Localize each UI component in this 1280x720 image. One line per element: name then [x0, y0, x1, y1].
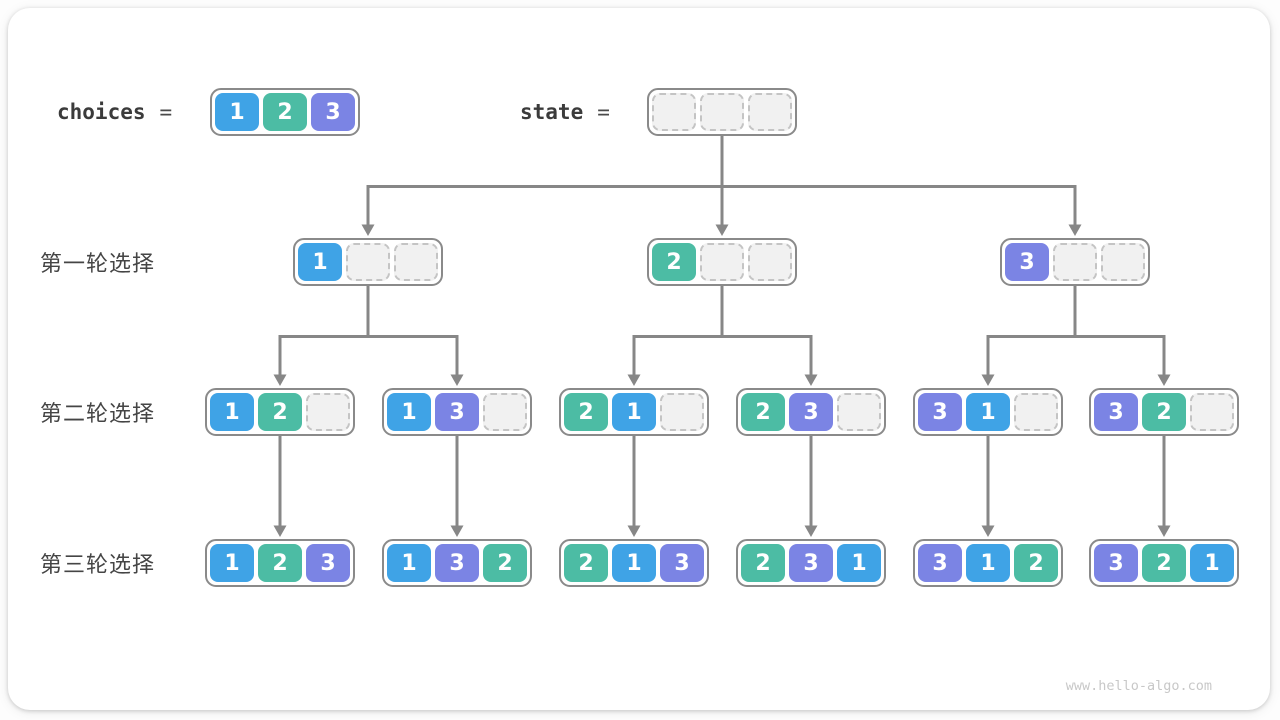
empty-cell — [700, 93, 744, 131]
value-cell: 3 — [1094, 393, 1138, 431]
value-cell: 1 — [612, 544, 656, 582]
empty-cell — [1014, 393, 1058, 431]
value-cell: 1 — [215, 93, 259, 131]
value-cell: 3 — [306, 544, 350, 582]
value-cell: 2 — [564, 393, 608, 431]
tree-node-level1: 1 — [293, 238, 443, 286]
value-cell: 1 — [387, 393, 431, 431]
value-cell: 1 — [837, 544, 881, 582]
round-1-label: 第一轮选择 — [40, 251, 156, 276]
watermark: www.hello-algo.com — [1065, 678, 1212, 694]
equals-sign: = — [597, 100, 610, 124]
tree-node-level1: 2 — [647, 238, 797, 286]
empty-cell — [306, 393, 350, 431]
value-cell: 3 — [660, 544, 704, 582]
empty-cell — [346, 243, 390, 281]
value-cell: 2 — [741, 393, 785, 431]
value-cell: 2 — [564, 544, 608, 582]
empty-cell — [394, 243, 438, 281]
value-cell: 2 — [263, 93, 307, 131]
value-cell: 3 — [435, 544, 479, 582]
value-cell: 2 — [1014, 544, 1058, 582]
value-cell: 2 — [258, 393, 302, 431]
tree-node-level1: 3 — [1000, 238, 1150, 286]
round-3-label: 第三轮选择 — [40, 552, 156, 577]
value-cell: 2 — [1142, 544, 1186, 582]
empty-cell — [1053, 243, 1097, 281]
value-cell: 3 — [1005, 243, 1049, 281]
value-cell: 2 — [258, 544, 302, 582]
value-cell: 1 — [966, 544, 1010, 582]
empty-cell — [483, 393, 527, 431]
value-cell: 3 — [789, 544, 833, 582]
value-cell: 1 — [210, 544, 254, 582]
choices-label-text: choices — [57, 100, 146, 124]
empty-cell — [660, 393, 704, 431]
choices-label: choices = — [57, 88, 172, 136]
empty-cell — [700, 243, 744, 281]
value-cell: 3 — [918, 393, 962, 431]
value-cell: 3 — [311, 93, 355, 131]
value-cell: 2 — [652, 243, 696, 281]
value-cell: 2 — [1142, 393, 1186, 431]
value-cell: 1 — [387, 544, 431, 582]
empty-cell — [748, 93, 792, 131]
diagram-card — [8, 8, 1270, 710]
value-cell: 1 — [1190, 544, 1234, 582]
value-cell: 1 — [612, 393, 656, 431]
empty-cell — [837, 393, 881, 431]
value-cell: 1 — [966, 393, 1010, 431]
empty-cell — [1190, 393, 1234, 431]
state-box — [647, 88, 797, 136]
empty-cell — [748, 243, 792, 281]
value-cell: 1 — [210, 393, 254, 431]
value-cell: 3 — [789, 393, 833, 431]
equals-sign: = — [159, 100, 173, 124]
value-cell: 2 — [483, 544, 527, 582]
value-cell: 3 — [1094, 544, 1138, 582]
value-cell: 3 — [435, 393, 479, 431]
round-2-label: 第二轮选择 — [40, 401, 156, 426]
value-cell: 3 — [918, 544, 962, 582]
state-label: state = — [520, 88, 610, 136]
value-cell: 1 — [298, 243, 342, 281]
empty-cell — [652, 93, 696, 131]
state-label-text: state — [520, 100, 584, 124]
empty-cell — [1101, 243, 1145, 281]
value-cell: 2 — [741, 544, 785, 582]
